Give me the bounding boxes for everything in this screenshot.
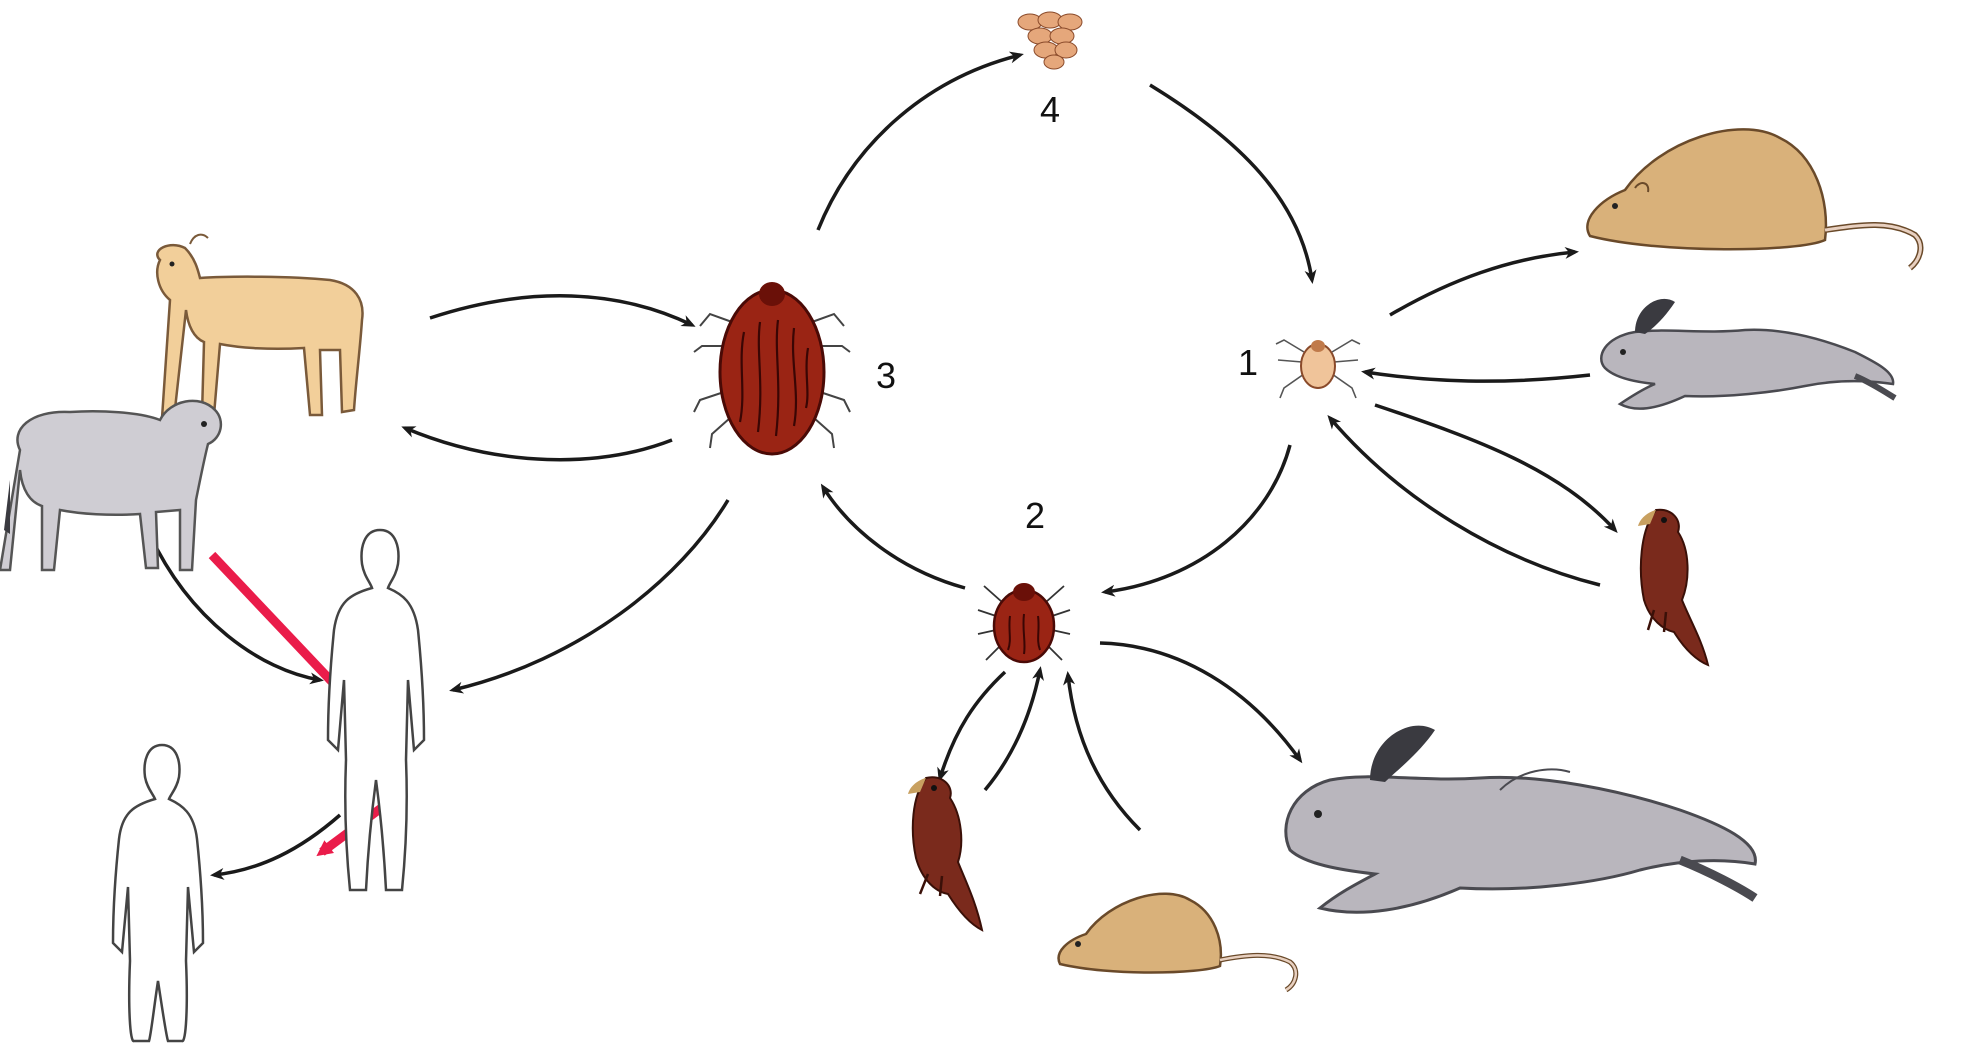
arrow-small-bird-to-nymph — [985, 670, 1040, 790]
arrow-nymph-to-adult — [823, 487, 965, 588]
tick-adult-icon — [694, 282, 850, 454]
hare-icon — [1286, 726, 1756, 913]
arrow-eggs-to-larva — [1150, 85, 1312, 280]
arrow-hare-to-larva — [1365, 372, 1590, 381]
bird-icon — [1638, 510, 1708, 665]
stage-label-1: 1 — [1238, 342, 1258, 383]
rat-icon — [1587, 129, 1920, 268]
stage-label-3: 3 — [876, 355, 896, 396]
tick-larva-icon — [1276, 340, 1360, 398]
arrow-larva-to-nymph — [1105, 445, 1290, 592]
arrow-bird-to-larva — [1330, 418, 1600, 585]
arrow-larva-to-bird — [1375, 405, 1615, 530]
calf-icon — [157, 235, 362, 418]
arrow-adult-to-eggs — [818, 55, 1020, 230]
arrow-nymph-to-small-bird — [940, 672, 1005, 778]
arrow-human-to-human — [214, 815, 340, 875]
arrow-adult-to-lamb — [405, 428, 672, 460]
rat-icon — [1059, 894, 1296, 990]
egg-cluster-icon — [1018, 12, 1082, 69]
arrow-small-rat-to-nymph — [1068, 675, 1140, 830]
arrow-calf-to-adult — [430, 296, 692, 325]
arrow-adult-to-human — [453, 500, 728, 690]
arrow-nymph-to-large-hare — [1100, 643, 1300, 760]
arrow-lamb-to-human — [150, 535, 320, 680]
lamb-icon — [0, 401, 221, 570]
arrow-larva-to-rat — [1390, 252, 1575, 315]
stage-label-2: 2 — [1025, 495, 1045, 536]
tick-nymph-icon — [978, 583, 1070, 662]
stage-label-4: 4 — [1040, 89, 1060, 130]
hare-icon — [1601, 299, 1895, 409]
bird-icon — [908, 777, 982, 930]
human-icon — [113, 745, 203, 1041]
